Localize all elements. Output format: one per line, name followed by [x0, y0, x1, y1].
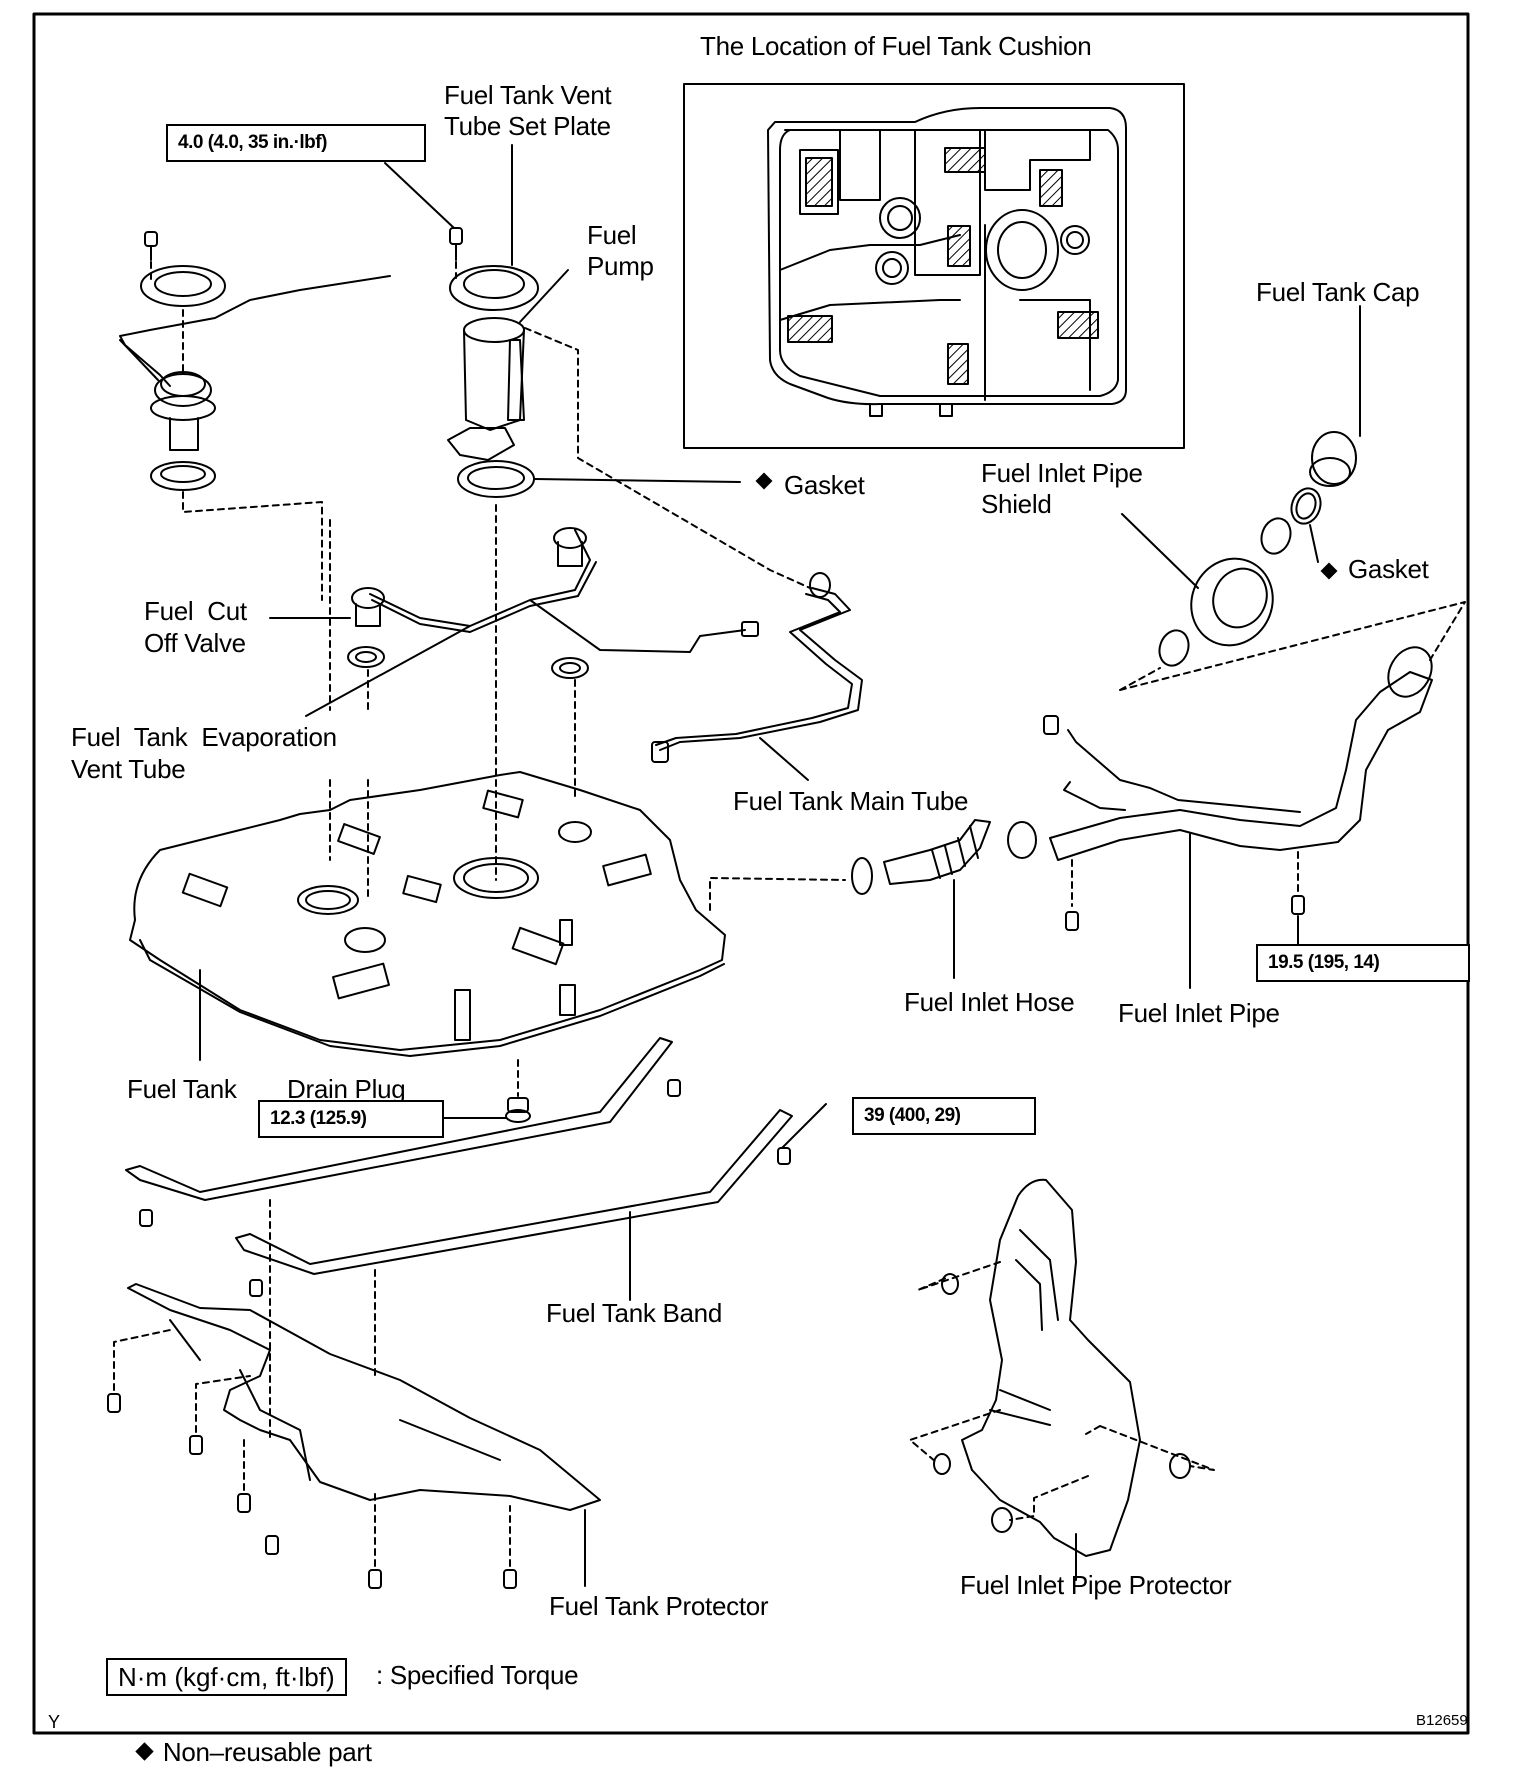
- pump-gasket: [457, 460, 535, 498]
- fuel-tank: [129, 771, 726, 1061]
- grommet-left: [150, 461, 216, 491]
- label-cut-off-valve-line1: Fuel Cut: [144, 596, 247, 626]
- drain-plug: [505, 1097, 531, 1123]
- inset-title: The Location of Fuel Tank Cushion: [700, 31, 1092, 61]
- label-inlet-hose: Fuel Inlet Hose: [904, 987, 1075, 1017]
- evap-tube-upper: [119, 275, 391, 387]
- label-inlet-pipe-shield-line1: Fuel Inlet Pipe: [981, 458, 1143, 488]
- fuel-inlet-pipe-protector: [961, 1178, 1141, 1557]
- label-vent-tube-set-plate-line2: Tube Set Plate: [444, 111, 611, 141]
- cut-off-valve-upper: [150, 371, 216, 451]
- bolt-icon: [667, 1079, 681, 1097]
- fuel-pump-assembly: [447, 317, 525, 461]
- fuel-tank-protector: [127, 1283, 601, 1511]
- cushion-hatch: [947, 343, 969, 385]
- label-evap-vent-tube-line2: Vent Tube: [71, 754, 186, 784]
- pump-set-plate: [449, 265, 539, 311]
- inset-frame: [683, 83, 1185, 449]
- torque-value: 4.0 (4.0, 35 in.·lbf): [178, 132, 327, 153]
- label-inlet-pipe: Fuel Inlet Pipe: [1118, 998, 1280, 1028]
- label-vent-tube-set-plate-line1: Fuel Tank Vent: [444, 80, 612, 110]
- label-inlet-pipe-protector: Fuel Inlet Pipe Protector: [960, 1570, 1232, 1600]
- legend-torque-units-text: N·m (kgf·cm, ft·lbf): [118, 1662, 335, 1692]
- label-fuel-tank-cap: Fuel Tank Cap: [1256, 277, 1420, 307]
- bolt-icon: [265, 1535, 279, 1555]
- label-cut-off-valve-line2: Off Valve: [144, 628, 246, 658]
- clip-icon: [1169, 1453, 1191, 1479]
- label-inlet-pipe-shield-line2: Shield: [981, 489, 1052, 519]
- fuel-tank-band-front: [125, 1037, 673, 1201]
- legend-non-reusable-text: Non–reusable part: [162, 1737, 372, 1767]
- legend-torque-units: N·m (kgf·cm, ft·lbf): [106, 1658, 347, 1696]
- label-main-tube: Fuel Tank Main Tube: [733, 786, 969, 816]
- corner-mark: Y: [48, 1712, 61, 1732]
- cut-off-valve: [351, 587, 385, 627]
- label-fuel-tank-protector: Fuel Tank Protector: [549, 1591, 769, 1621]
- non-reusable-diamond-icon: [135, 1741, 154, 1761]
- fuel-tank-band-rear: [235, 1109, 793, 1275]
- bolt-icon: [941, 1273, 959, 1295]
- evap-vent-tube: [369, 529, 746, 653]
- o-ring: [1158, 517, 1292, 667]
- non-reusable-diamond-icon: [755, 472, 773, 490]
- non-reusable-diamond-icon: [1320, 562, 1338, 580]
- torque-value: 12.3 (125.9): [270, 1108, 367, 1129]
- fuel-tank-main-tube: [655, 587, 863, 751]
- label-fuel-tank: Fuel Tank: [127, 1074, 237, 1104]
- grommet: [347, 646, 589, 679]
- bolt-icon: [368, 1569, 382, 1589]
- cut-off-valve-right: [553, 527, 587, 567]
- inlet-hose: [851, 819, 1037, 895]
- clip-icon: [1043, 715, 1059, 735]
- bolt-icon: [189, 1435, 203, 1455]
- tank-cushion-top-view: [767, 107, 1127, 417]
- figure-id: B12659: [1416, 1712, 1468, 1729]
- bolt-icon: [237, 1493, 251, 1513]
- torque-inlet-pipe-bolt: 19.5 (195, 14): [1256, 944, 1470, 982]
- set-plate-left: [140, 265, 226, 307]
- bolt-icon: [777, 1147, 791, 1165]
- cushion-hatch: [787, 315, 833, 343]
- torque-tank-band-bolt: 39 (400, 29): [852, 1097, 1036, 1135]
- legend-non-reusable: Non–reusable part: [124, 1706, 372, 1768]
- cushion-hatch: [1039, 169, 1063, 207]
- label-gasket-pump: Gasket: [784, 470, 865, 500]
- fuel-inlet-pipe: [1049, 671, 1433, 861]
- torque-vent-plate-bolt: 4.0 (4.0, 35 in.·lbf): [166, 124, 426, 162]
- label-fuel-pump-line1: Fuel: [587, 220, 637, 250]
- fuel-tank-cap: [1309, 431, 1357, 487]
- torque-drain-plug: 12.3 (125.9): [258, 1100, 444, 1138]
- bolt-icon: [449, 227, 463, 261]
- cushion-hatch: [1057, 311, 1099, 339]
- cushion-hatch: [947, 225, 971, 267]
- label-gasket-cap: Gasket: [1348, 554, 1429, 584]
- cushion-hatch: [805, 157, 833, 207]
- bolt-icon: [1291, 895, 1305, 915]
- bolt-icon: [249, 1279, 263, 1297]
- label-evap-vent-tube-line1: Fuel Tank Evaporation: [71, 722, 337, 752]
- bolt-icon: [107, 1393, 121, 1413]
- legend-torque-desc: : Specified Torque: [376, 1660, 579, 1690]
- cap-gasket: [1290, 487, 1322, 525]
- label-fuel-tank-band: Fuel Tank Band: [546, 1298, 722, 1328]
- bolt-icon: [144, 231, 158, 261]
- label-fuel-pump-line2: Pump: [587, 251, 654, 281]
- figure-frame: [32, 12, 1470, 1735]
- bolt-icon: [1065, 911, 1079, 931]
- label-drain-plug: Drain Plug: [287, 1074, 406, 1104]
- torque-value: 39 (400, 29): [864, 1105, 961, 1126]
- bolt-icon: [139, 1209, 153, 1227]
- bolt-icon: [933, 1453, 951, 1475]
- torque-value: 19.5 (195, 14): [1268, 952, 1380, 973]
- fuel-inlet-pipe-shield: [1190, 557, 1274, 647]
- bolt-icon: [503, 1569, 517, 1589]
